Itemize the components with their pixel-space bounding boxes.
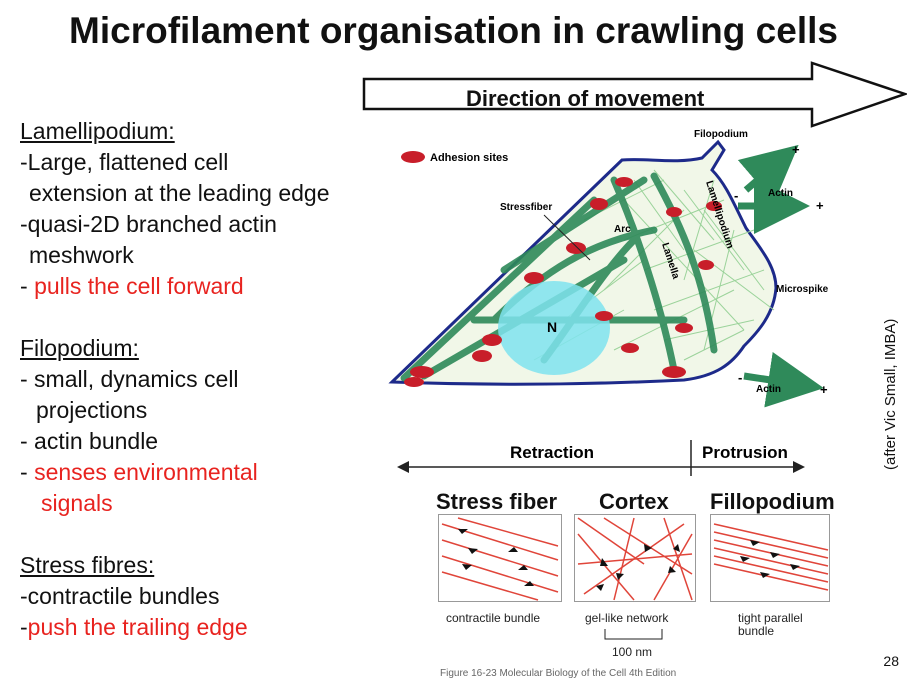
arc-label: Arc (614, 224, 631, 235)
filopodium-line-2: projections (36, 397, 148, 423)
retraction-label: Retraction (510, 443, 594, 462)
scale-bar (604, 629, 663, 640)
caption-gel-like-network: gel-like network (585, 611, 669, 625)
adhesion-sites (404, 177, 722, 387)
minus-sign-lower: - (738, 370, 742, 385)
filopodium-label: Filopodium (694, 129, 748, 140)
dash: - (20, 273, 35, 299)
page-title: Microfilament organisation in crawling c… (69, 10, 838, 51)
actin-bottom-label: Actin (756, 384, 781, 395)
lamellipodium-line-3: -quasi-2D branched actin (20, 211, 277, 237)
stress-fibres-line-1: -contractile bundles (20, 583, 220, 609)
filopodium-line-1: - small, dynamics cell (20, 366, 239, 392)
fillopodium-panel (710, 514, 830, 602)
cortex-panel (574, 514, 696, 602)
filopodium-heading: Filopodium: (20, 335, 139, 361)
page-number: 28 (883, 653, 899, 669)
filopodium-highlight-1: senses environmental (34, 459, 258, 485)
dash: - (20, 614, 28, 640)
microspike-label: Microspike (776, 284, 829, 295)
lamellipodium-line-4: meshwork (29, 242, 134, 268)
filopodium-highlight-2: signals (41, 490, 113, 516)
crawling-cell-diagram: Adhesion sites N Filopo (388, 129, 829, 408)
nucleus-label: N (547, 319, 557, 335)
plus-sign-upper: + (816, 198, 824, 213)
stress-fibres-line-2: -push the trailing edge (20, 612, 380, 643)
direction-label: Direction of movement (466, 86, 705, 111)
actin-top-label: Actin (768, 188, 793, 199)
caption-tight-parallel-1: tight parallel (738, 611, 803, 625)
retraction-protrusion-bar: Retraction Protrusion (397, 440, 805, 476)
plus-sign-filopodium: + (792, 142, 800, 157)
actin-arrow-lower (743, 352, 824, 408)
lamellipodium-line-2: extension at the leading edge (29, 180, 330, 206)
stress-fiber-panel (438, 514, 562, 602)
dash: - (20, 459, 35, 485)
protrusion-label: Protrusion (702, 443, 788, 462)
panel-title-fillopodium: Fillopodium (710, 489, 835, 514)
lamellipodium-heading: Lamellipodium: (20, 118, 175, 144)
stressfiber-label: Stressfiber (500, 202, 552, 213)
left-text-block: Lamellipodium: -Large, flattened cell ex… (20, 116, 380, 643)
caption-contractile-bundle: contractile bundle (446, 611, 541, 625)
minus-sign-upper: - (734, 188, 738, 203)
panel-title-cortex: Cortex (599, 489, 669, 514)
stressfiber-pointer (543, 214, 591, 261)
scale-bar-label: 100 nm (612, 645, 653, 659)
caption-tight-parallel-2: bundle (738, 624, 775, 638)
lamellipodium-highlight: pulls the cell forward (34, 273, 244, 299)
nucleus (498, 281, 610, 375)
filopodium-line-3: - actin bundle (20, 428, 159, 454)
plus-sign-lower: + (820, 382, 828, 397)
stress-fibres-highlight: push the trailing edge (27, 614, 248, 640)
adhesion-legend-label: Adhesion sites (430, 152, 508, 164)
lamellipodium-line-5: - pulls the cell forward (20, 271, 380, 302)
direction-arrow (362, 61, 907, 128)
adhesion-legend-marker (401, 151, 425, 163)
actin-arrow-filopodium (737, 144, 799, 203)
panel-title-stress-fiber: Stress fiber (436, 489, 558, 514)
filopodium-line-4: - senses environmental (20, 457, 380, 488)
figure-source-cutoff: Figure 16-23 Molecular Biology of the Ce… (440, 668, 677, 679)
stress-fibres-heading: Stress fibres: (20, 552, 155, 578)
lamellipodium-line-1: -Large, flattened cell (20, 149, 229, 175)
credit: (after Vic Small, IMBA) (882, 318, 899, 470)
